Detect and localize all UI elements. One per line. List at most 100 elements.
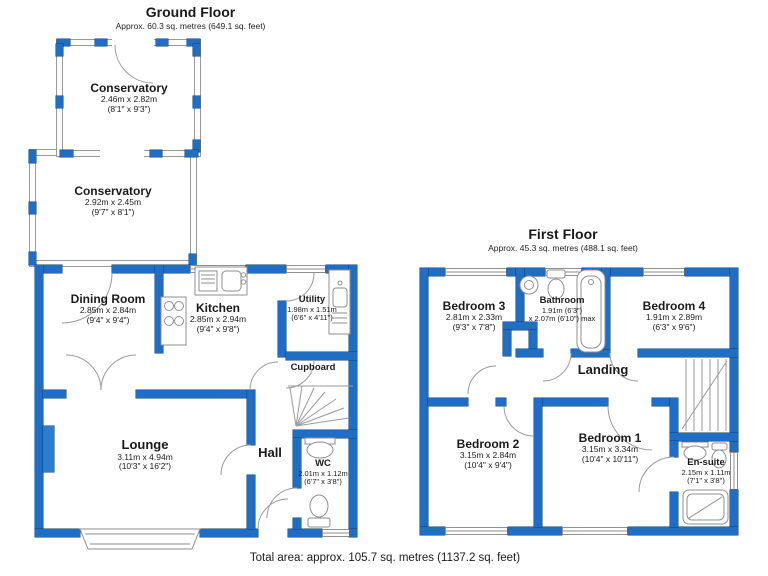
mullion-post [29,202,36,214]
mullion-post [193,96,200,108]
room-label-lounge: Lounge 3.11m x 4.94m (10'3" x 16'2") [117,437,173,472]
wall-segment [685,268,738,276]
shower-tray [682,489,729,525]
first-floor-subtitle: Approx. 45.3 sq. metres (488.1 sq. feet) [488,243,638,253]
wall-segment [136,390,255,398]
room-label-wc: WC 2.01m x 1.12m (6'7" x 3'8") [298,458,348,487]
ground-floor-subtitle: Approx. 60.3 sq. metres (649.1 sq. feet) [115,21,266,31]
wall-segment [428,398,468,406]
wall-segment [35,265,62,273]
wall-segment [628,527,738,535]
chimney-breast [43,426,54,472]
wall-segment [246,265,286,273]
window [643,268,685,276]
wall-segment [503,322,537,330]
room-label-dining: Dining Room 2.85m x 2.84m (9'4" x 9'4") [70,292,146,325]
mullion-post [156,39,168,46]
wall-segment [516,268,524,326]
stairs-ground [288,385,353,427]
mullion-post [29,252,36,265]
door-arc [65,354,102,391]
wall-segment [534,398,608,406]
wall-segment [496,398,506,406]
stairs-first [681,359,728,431]
ground-floor-title-block: Ground Floor Approx. 60.3 sq. metres (64… [88,4,293,31]
room-label-bathroom: Bathroom 1.91m (6'3") x 2.07m (6'10") ma… [528,295,596,324]
mullion-post [60,150,73,157]
room-label-bedroom4: Bedroom 4 1.91m x 2.89m (6'3" x 9'6") [642,299,706,332]
wall-segment [420,268,445,276]
wall-segment [529,330,537,356]
wall-segment [286,352,357,360]
mullion-post [187,39,200,46]
wall-segment [326,265,357,273]
wall-segment [35,265,43,537]
room-label-kitchen: Kitchen 2.85m x 2.94m (9'4" x 9'8") [189,301,247,334]
wall-segment [349,265,357,537]
wall-segment [670,441,678,457]
wall-segment [293,430,357,438]
room-label-cupboard: Cupboard [290,362,336,373]
wall-segment [516,349,543,357]
first-floor-title: First Floor [528,226,598,242]
mullion-post [29,150,36,163]
wall-segment [247,475,255,529]
wall-segment [35,529,80,537]
conservatory-door-opening [112,38,154,48]
room-label-ensuite: En-suite 2.15m x 1.11m (7'1" x 3'8") [681,457,731,486]
total-area-text: Total area: approx. 105.7 sq. metres (11… [249,552,521,564]
mullion-post [57,39,70,46]
window [730,452,738,490]
wall-segment [638,349,738,357]
mullion-post [189,254,196,265]
wall-segment [43,390,66,398]
wall-segment [293,518,301,529]
mullion-post [193,44,200,56]
wall-segment [420,527,445,535]
bay-window [79,528,201,550]
wall-segment [670,492,678,527]
mullion-post [185,150,198,157]
room-label-conservatory-top: Conservatory 2.46m x 2.82m (8'1" x 9'3") [90,81,168,114]
wall-segment [247,390,255,445]
wall-segment [652,398,678,406]
wall-segment [507,268,545,276]
window [322,529,350,537]
wall-segment [670,433,738,441]
window [286,265,326,273]
mullion-post [56,44,63,56]
wc-toilet [307,494,331,528]
wall-segment [293,438,301,488]
wall-segment [112,265,190,273]
wall-segment [534,398,542,527]
wall-segment [278,301,286,357]
door-arc [257,498,289,530]
room-label-bedroom2: Bedroom 2 3.15m x 2.84m (10'4" x 9'4") [456,437,520,470]
first-floor-title-block: First Floor Approx. 45.3 sq. metres (488… [452,226,674,253]
window [445,268,507,276]
window [190,265,246,273]
wall-segment [155,265,163,353]
mullion-post [95,39,107,46]
wall-segment [200,529,258,537]
room-label-landing: Landing [577,362,629,377]
wall-segment [420,268,428,535]
room-label-hall: Hall [258,445,282,460]
mullion-post [56,96,63,108]
wall-segment [288,529,322,537]
door-arc [249,361,279,391]
door-arc [266,487,298,519]
wc-basin [304,437,336,459]
room-label-bedroom3: Bedroom 3 2.81m x 2.33m (9'3" x 7'8") [442,299,506,332]
wall-segment [670,398,678,433]
wall-segment [602,268,610,349]
window [445,527,508,535]
wall-segment [730,268,738,452]
conservatory-link-opening [100,149,144,158]
room-label-bedroom1: Bedroom 1 3.15m x 3.34m (10'4" x 10'11") [578,431,642,464]
room-label-conservatory-mid: Conservatory 2.92m x 2.45m (9'7" x 8'1") [74,184,152,217]
mullion-post [150,150,162,157]
ground-floor-title: Ground Floor [145,4,236,20]
door-arc [467,365,497,395]
